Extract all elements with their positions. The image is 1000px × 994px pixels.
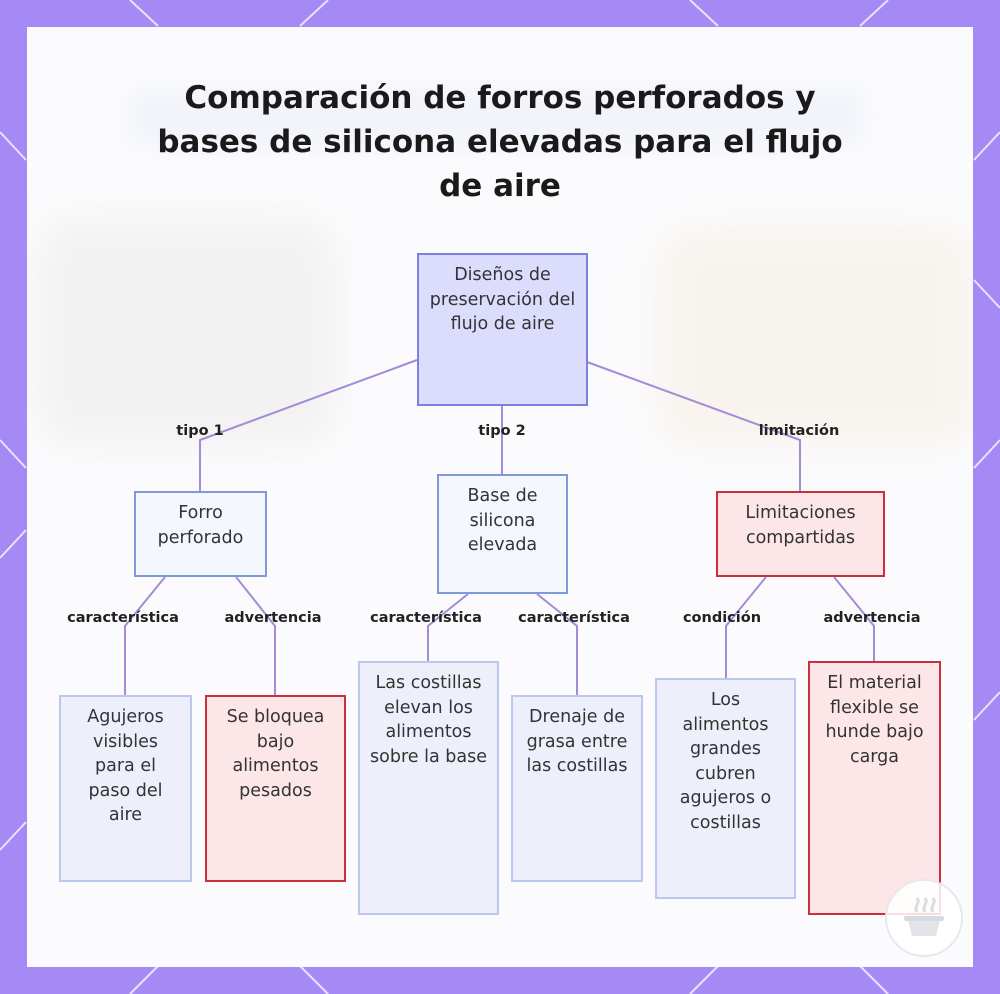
node-blocked-heavy-label: Se bloquea bajo alimentos pesados	[226, 707, 325, 801]
edge-limits-large	[725, 576, 767, 678]
diagram-title: Comparación de forros perforados y bases…	[157, 80, 843, 204]
node-grease-drain: Drenaje de grasa entre las costillas	[511, 695, 643, 882]
node-visible-holes-label: Agujeros visibles para el paso del aire	[87, 707, 164, 825]
node-blocked-heavy: Se bloquea bajo alimentos pesados	[205, 695, 346, 882]
node-large-foods: Los alimentos grandes cubren agujeros o …	[655, 678, 796, 899]
node-flexible-sinks: El material flexible se hunde bajo carga	[808, 661, 941, 915]
edge-label-type1: tipo 1	[176, 423, 224, 439]
edge-label-feature-c: característica	[518, 610, 630, 626]
blurred-background-pan-right	[657, 227, 973, 447]
edge-label-feature-a: característica	[67, 610, 179, 626]
node-root-label: Diseños de preservación del flujo de air…	[429, 265, 576, 334]
edge-label-limitation: limitación	[758, 423, 840, 439]
edge-silicone-ribs	[427, 593, 469, 661]
edge-label-warning-a: advertencia	[224, 610, 322, 626]
edge-label-condition: condición	[682, 610, 762, 626]
edge-label-warning-b: advertencia	[823, 610, 921, 626]
blurred-background-banner	[127, 87, 867, 147]
node-silicone-base: Base de silicona elevada	[437, 474, 568, 594]
node-perforated-liner-label: Forro perforado	[157, 503, 244, 548]
edge-silicone-grease	[536, 593, 578, 695]
edge-root-perforated	[199, 359, 418, 491]
pot-steam-icon	[885, 879, 963, 957]
node-ribs-elevate: Las costillas elevan los alimentos sobre…	[358, 661, 499, 915]
edge-label-feature-b: característica	[370, 610, 482, 626]
node-visible-holes: Agujeros visibles para el paso del aire	[59, 695, 192, 882]
edge-label-type2: tipo 2	[478, 423, 526, 439]
node-ribs-elevate-label: Las costillas elevan los alimentos sobre…	[370, 673, 487, 767]
node-large-foods-label: Los alimentos grandes cubren agujeros o …	[679, 690, 772, 833]
node-shared-limits: Limitaciones compartidas	[716, 491, 885, 577]
edge-root-limits	[586, 361, 801, 491]
node-grease-drain-label: Drenaje de grasa entre las costillas	[526, 707, 628, 776]
node-perforated-liner: Forro perforado	[134, 491, 267, 577]
node-root: Diseños de preservación del flujo de air…	[417, 253, 588, 406]
edge-limits-flexible	[833, 576, 875, 661]
node-flexible-sinks-label: El material flexible se hunde bajo carga	[825, 673, 924, 767]
edge-perforated-blocked	[235, 576, 276, 695]
node-silicone-base-label: Base de silicona elevada	[467, 486, 538, 555]
edge-perforated-holes	[124, 576, 166, 695]
node-shared-limits-label: Limitaciones compartidas	[745, 503, 856, 548]
